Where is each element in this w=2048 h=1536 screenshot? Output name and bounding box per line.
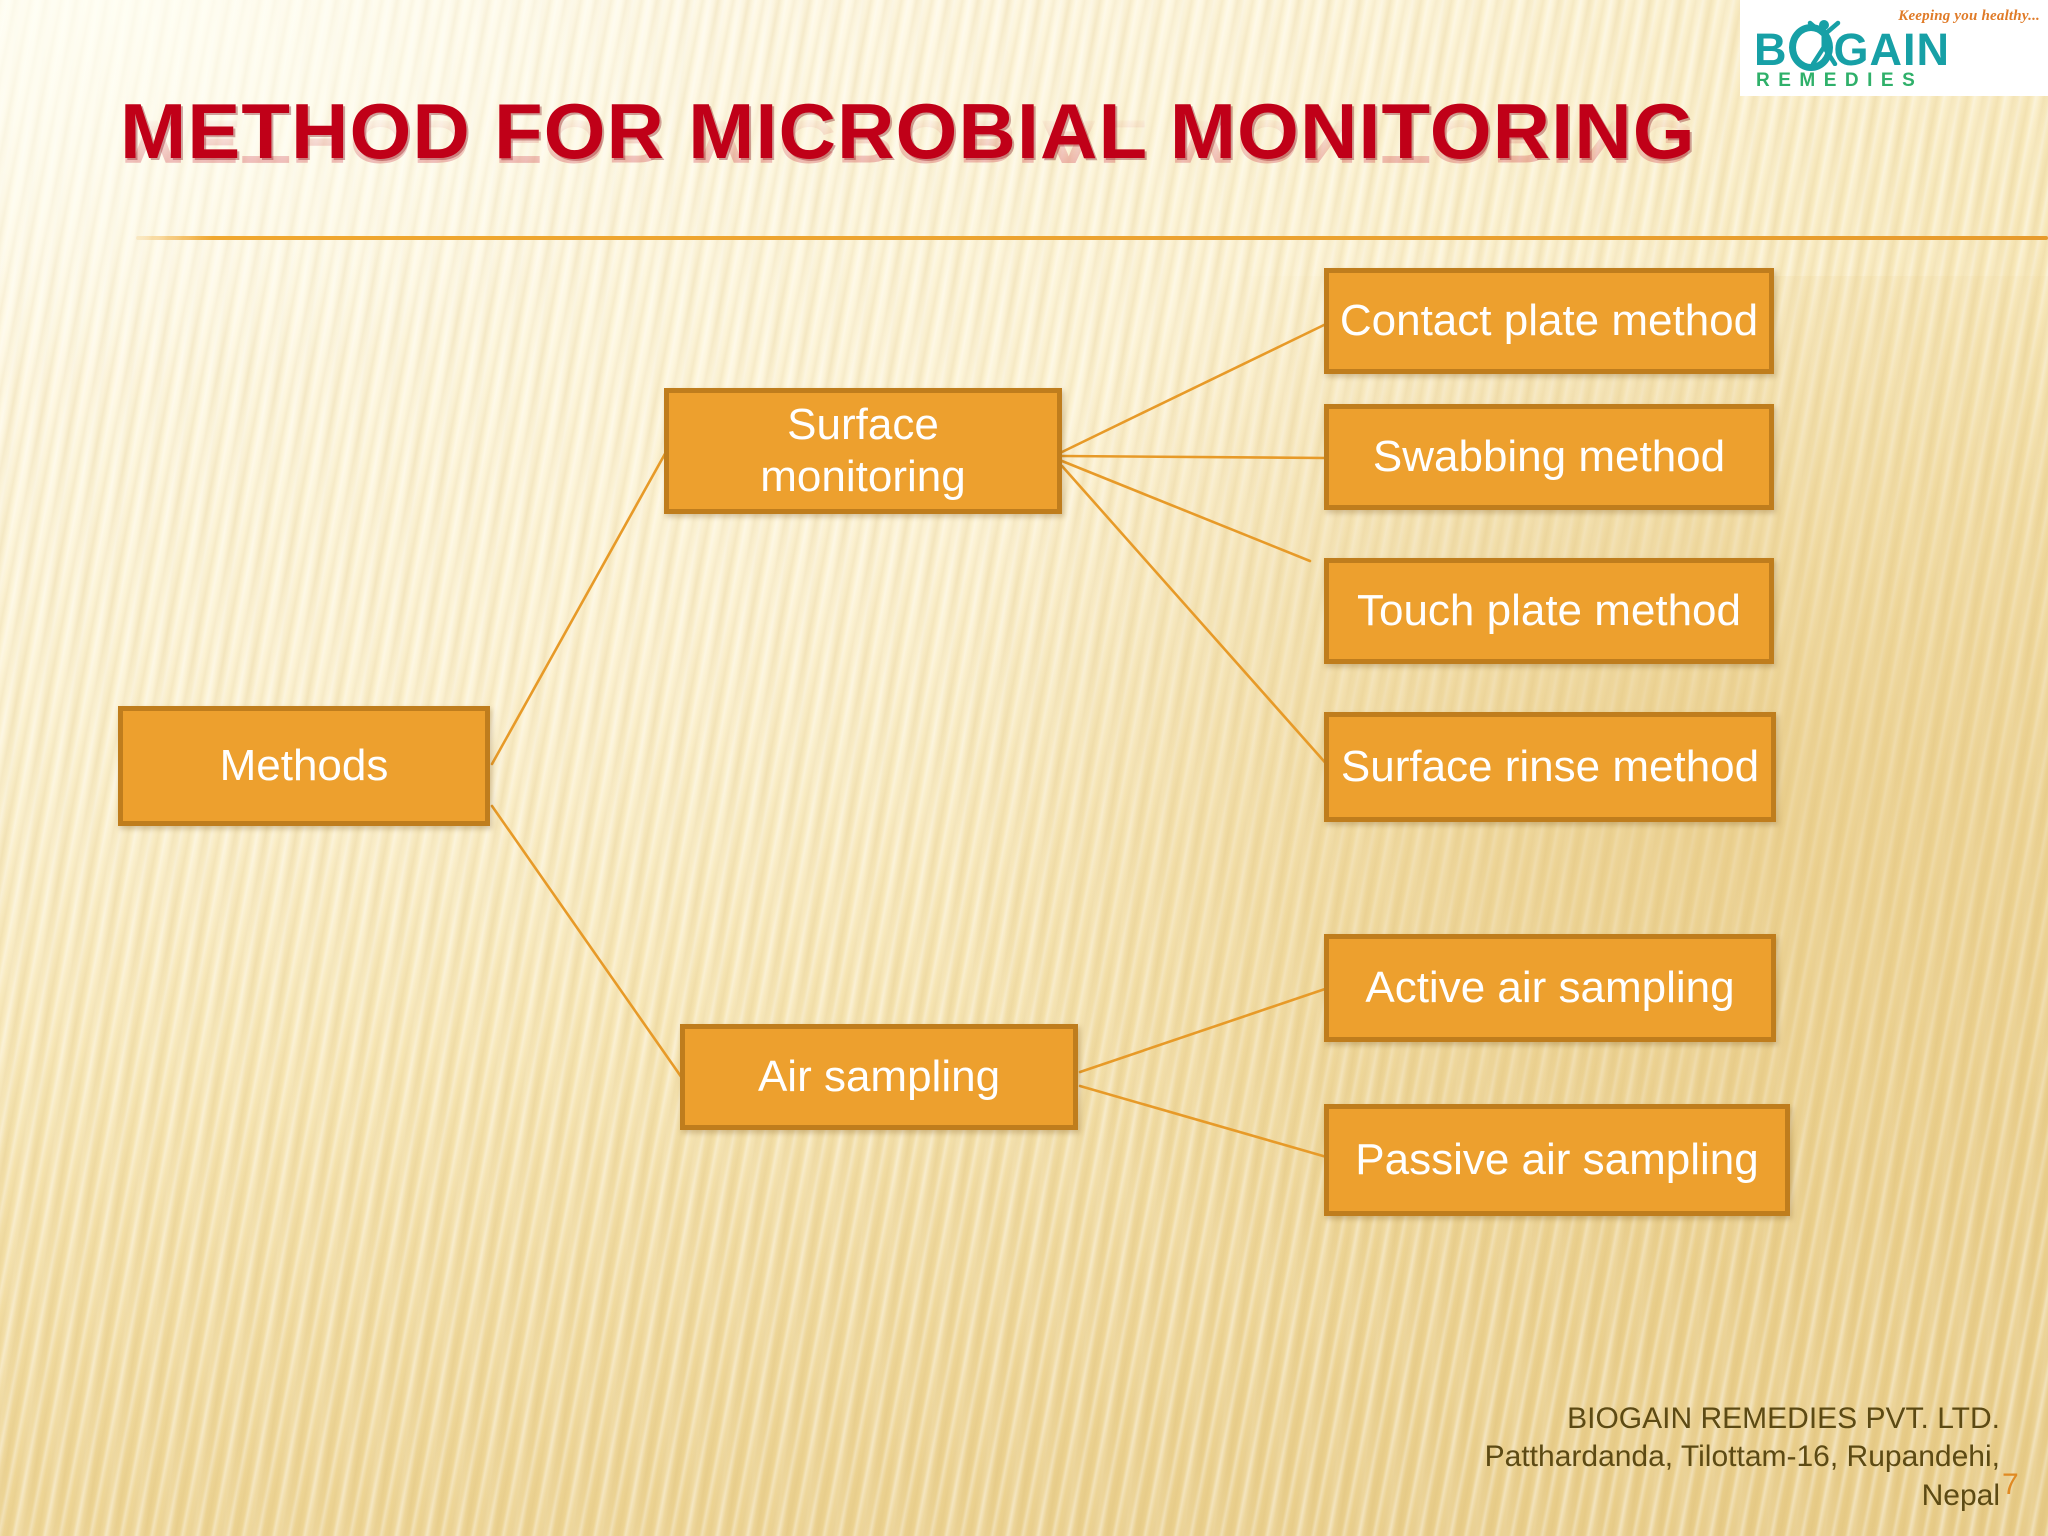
node-methods[interactable]: Methods — [118, 706, 490, 826]
page-number: 7 — [2002, 1468, 2019, 1501]
node-touch-plate-method-label: Touch plate method — [1356, 586, 1742, 636]
logo-wordmark-b: B — [1754, 24, 1788, 75]
node-swabbing-method-label: Swabbing method — [1372, 432, 1726, 482]
logo-oval-icon — [1788, 24, 1833, 71]
node-surface-rinse-method-label: Surface rinse method — [1340, 742, 1760, 792]
logo-subtitle: REMEDIES — [1756, 70, 1924, 91]
node-methods-label: Methods — [219, 741, 389, 791]
node-surface-monitoring[interactable]: Surface monitoring — [664, 388, 1062, 514]
node-air-sampling[interactable]: Air sampling — [680, 1024, 1078, 1130]
node-passive-air-sampling[interactable]: Passive air sampling — [1324, 1104, 1790, 1216]
footer-company-info: BIOGAIN REMEDIES PVT. LTD. Patthardanda,… — [1040, 1400, 2000, 1515]
node-passive-air-sampling-label: Passive air sampling — [1355, 1135, 1759, 1185]
footer-line-country: Nepal — [1921, 1478, 2000, 1512]
node-contact-plate-method[interactable]: Contact plate method — [1324, 268, 1774, 374]
node-swabbing-method[interactable]: Swabbing method — [1324, 404, 1774, 510]
page-title: METHOD FOR MICROBIAL MONITORING — [120, 87, 1696, 175]
footer-line-address: Patthardanda, Tilottam-16, Rupandehi, — [1484, 1440, 2000, 1474]
node-active-air-sampling[interactable]: Active air sampling — [1324, 934, 1776, 1042]
node-air-sampling-label: Air sampling — [757, 1052, 1001, 1102]
node-active-air-sampling-label: Active air sampling — [1365, 963, 1735, 1013]
node-touch-plate-method[interactable]: Touch plate method — [1324, 558, 1774, 664]
node-surface-rinse-method[interactable]: Surface rinse method — [1324, 712, 1776, 822]
logo-tagline: Keeping you healthy... — [1898, 8, 2040, 24]
node-surface-monitoring-label: Surface monitoring — [760, 400, 966, 501]
running-person-icon — [1807, 20, 1841, 66]
slide-title-block: METHOD FOR MICROBIAL MONITORING METHOD F… — [120, 92, 1720, 242]
node-contact-plate-method-label: Contact plate method — [1339, 296, 1759, 346]
footer-line-company: BIOGAIN REMEDIES PVT. LTD. — [1567, 1402, 2000, 1435]
logo-wordmark-gain: GAIN — [1833, 24, 1950, 75]
title-divider-rule — [136, 236, 2048, 240]
logo-wordmark: B GAIN — [1754, 24, 1950, 72]
company-logo: Keeping you healthy... B GAIN REMEDIES — [1740, 0, 2048, 96]
